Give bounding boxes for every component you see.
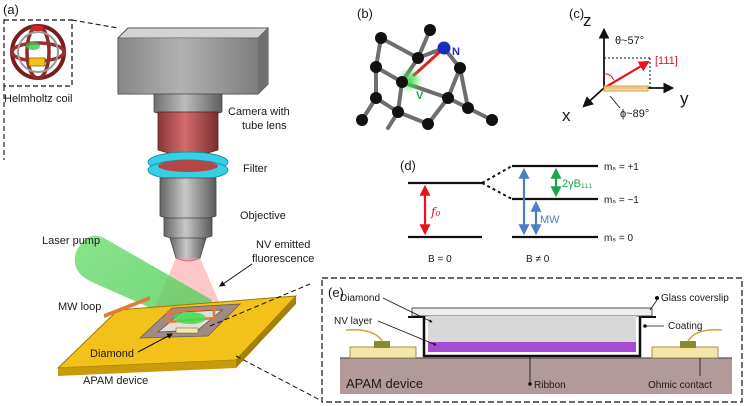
split-down (481, 182, 513, 200)
ms-plus-label: mₛ = +1 (604, 162, 639, 173)
coil-frame (17, 31, 59, 73)
diamond-pointer-e (382, 297, 433, 323)
panel-a-label: (a) (3, 2, 19, 17)
phi-label: ϕ~89° (620, 108, 649, 120)
camera-front-shade (118, 38, 258, 94)
nv-layer-pointer (377, 320, 437, 346)
camera-label-2: tube lens (242, 120, 287, 132)
ohmic-contact-right (651, 346, 719, 359)
camera (117, 27, 269, 119)
diamond-pointer (137, 333, 174, 353)
panel-d-label: (d) (400, 158, 416, 173)
apam-substrate (340, 358, 732, 394)
mw-label: MW (540, 214, 560, 226)
ribbon-dot (528, 382, 532, 386)
inset-pointer-top (71, 19, 119, 29)
phi-pointer (609, 95, 621, 109)
f0-label: f₀ (430, 205, 440, 219)
direction-111-arrow (603, 60, 650, 89)
b-zero-label: B = 0 (428, 254, 452, 265)
phi-projection (603, 85, 649, 92)
nv-pointer (219, 263, 253, 287)
panel-e-label: (e) (328, 285, 344, 300)
panel-b-label: (b) (357, 6, 373, 21)
y-axis-label: y (680, 89, 689, 108)
nv-label-2: fluorescence (252, 253, 314, 265)
glass-label: Glass coverslip (661, 293, 729, 304)
coil-laser-spot (26, 42, 40, 50)
bond-pad-left (374, 341, 390, 348)
glass-pointer (649, 299, 658, 311)
panel-a: (a) Helmholtz coil (3, 2, 321, 401)
theta-label: θ~57° (615, 35, 644, 47)
nv-label-1: NV emitted (256, 239, 310, 251)
filter-label: Filter (243, 163, 268, 175)
ohmic-contact-left (349, 346, 417, 359)
nitrogen-atom (437, 41, 451, 55)
nv-layer (428, 342, 636, 352)
panel-d: (d) f₀ MW 2γB₁₁₁ mₛ = +1 mₛ = −1 mₛ = 0 … (400, 158, 639, 265)
vacancy-label: V (416, 90, 424, 102)
x-axis-label: x (562, 106, 571, 125)
apam-board-side (236, 296, 296, 368)
diamond-label-e: Diamond (340, 293, 380, 304)
nitrogen-label: N (452, 46, 460, 58)
panel-e: (e) Diamond NV layer Glass coverslip Coa… (321, 277, 743, 403)
camera-label-1: Camera with (228, 106, 290, 118)
coating-dot (643, 324, 647, 328)
splitting-label: 2γB₁₁₁ (562, 178, 592, 190)
objective-tip (169, 237, 207, 262)
coating (422, 316, 642, 358)
ms-zero-label: mₛ = 0 (604, 233, 633, 244)
panel-c: (c) z y x θ~57° [111] ϕ~89° (562, 6, 689, 125)
objective-middle (163, 217, 213, 241)
apam-label: APAM device (83, 375, 148, 387)
coil-top (31, 26, 43, 31)
lattice-atoms (356, 24, 498, 130)
laser-label: Laser pump (42, 235, 100, 247)
apam-board-front (58, 360, 236, 376)
b-nonzero-label: B ≠ 0 (526, 254, 550, 265)
nv-layer-label: NV layer (334, 316, 373, 327)
glass-coverslip (411, 307, 653, 317)
coil-sample (28, 57, 46, 67)
direction-label: [111] (655, 55, 678, 67)
filter-center (158, 160, 218, 172)
apam-label-e: APAM device (346, 376, 423, 391)
camera-top-face (117, 27, 269, 39)
panel-c-label: (c) (569, 6, 584, 21)
bond-pad-right (680, 341, 696, 348)
mw-loop-label: MW loop (58, 301, 101, 313)
ohmic-label: Ohmic contact (648, 380, 712, 391)
laser-spot (174, 312, 206, 324)
wire-bond-left (345, 328, 383, 342)
lattice-bonds (360, 28, 494, 130)
mw-loop-wire (104, 296, 150, 318)
theta-arc (603, 73, 615, 81)
camera-side-face (258, 28, 268, 94)
objective-upper (159, 177, 217, 222)
diamond-label: Diamond (90, 348, 134, 360)
glass-dot (655, 296, 659, 300)
coating-label: Coating (668, 321, 702, 332)
split-up (481, 165, 513, 184)
mw-loop (166, 306, 216, 324)
panel-b: (b) (356, 6, 498, 130)
ms-minus-label: mₛ = −1 (604, 195, 639, 206)
helmholtz-inset (3, 19, 73, 87)
wire-bond-right (687, 328, 723, 342)
zoom-line-bottom (235, 355, 321, 401)
tube-lens (157, 111, 219, 156)
zoom-line-top (209, 283, 311, 327)
ribbon-label: Ribbon (534, 380, 566, 391)
helmholtz-label: Helmholtz coil (4, 93, 72, 105)
z-axis-label: z (583, 11, 592, 30)
contact-pad (175, 327, 199, 334)
x-axis (582, 87, 605, 108)
objective-label: Objective (240, 210, 286, 222)
